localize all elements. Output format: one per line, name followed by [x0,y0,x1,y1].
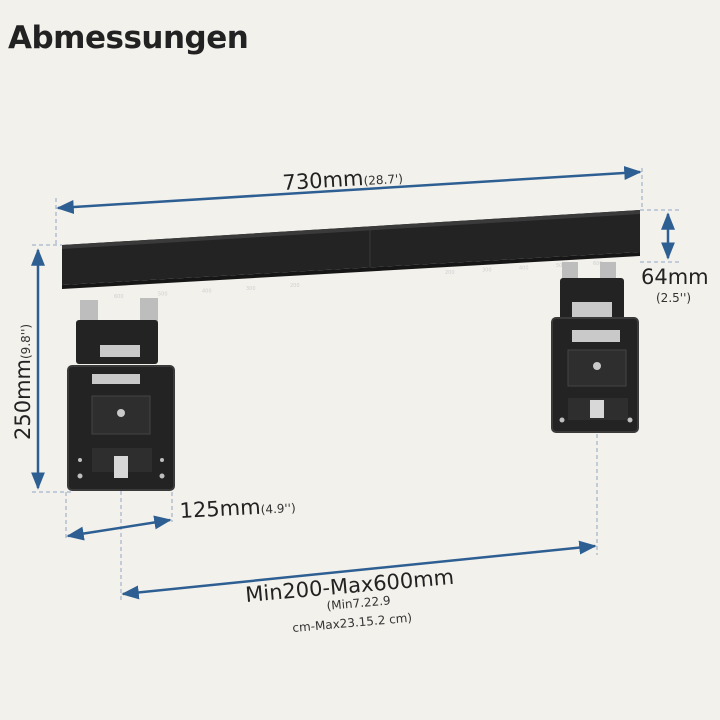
mounting-rail [62,210,640,289]
width-dimension-line [56,165,642,215]
rail-scale-label: 600 [593,261,603,267]
guide-lines [32,168,682,600]
bracket-width-value: 125mm [179,495,261,523]
label-height: 250mm(9.8'') [11,324,35,440]
rail-scale-label: 300 [246,286,256,292]
svg-text:125mm(4.9''): 125mm(4.9'') [179,493,296,523]
width-value: 730mm [282,166,364,195]
rail-scale-label: 200 [445,270,455,276]
page-title: Abmessungen [8,20,249,56]
rail-scale-label: 600 [114,294,124,300]
label-spacing: Min200-Max600mm (Min7.22.9 cm-Max23.15.2… [244,565,455,635]
rail-scale-label: 400 [202,289,212,295]
bar-height-value: 64mm [641,265,709,289]
rail-scale-label: 500 [556,263,566,269]
dimension-lines [31,165,675,600]
spacing-sub-line1: (Min7.22.9 [326,593,391,613]
right-bracket [551,262,639,433]
label-width: 730mm(28.7') [282,164,404,195]
rail-scale-label: 500 [158,291,168,297]
left-bracket [67,298,175,491]
rail-scale-left: 600 500 400 300 200 [114,283,300,300]
label-bracket-width: 125mm(4.9'') [179,493,296,523]
spacing-sub-line2: cm-Max23.15.2 cm) [292,611,413,635]
bracket-width-inch: (4.9'') [260,501,296,517]
height-value: 250mm [11,359,35,440]
bracket-width-dimension-line [66,515,172,541]
rail-scale-right: 200 300 400 500 600 [445,261,603,276]
width-inch: (28.7') [363,172,403,188]
height-inch: (9.8'') [19,324,33,359]
svg-text:250mm(9.8''): 250mm(9.8'') [11,324,35,440]
rail-scale-label: 300 [482,268,492,274]
rail-scale-label: 200 [290,283,300,289]
spacing-dimension-line [121,540,597,600]
svg-text:730mm(28.7'): 730mm(28.7') [282,164,404,195]
bar-height-inch: (2.5'') [656,291,691,305]
rail-scale-label: 400 [519,265,529,271]
